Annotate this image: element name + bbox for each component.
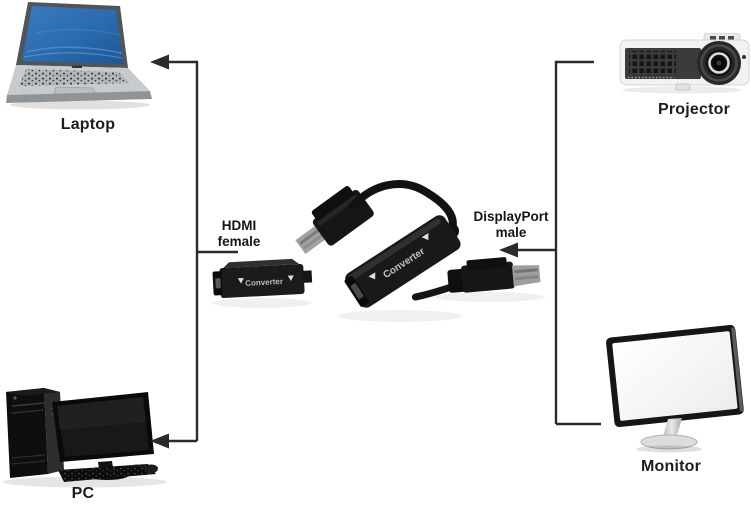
hdmi-type-text: HDMI	[221, 218, 257, 233]
monitor-label: Monitor	[640, 458, 702, 475]
pc-label: PC	[71, 485, 95, 502]
arrow-to-laptop-icon	[150, 54, 169, 70]
displayport-cable-icon	[411, 257, 541, 301]
pc-icon	[3, 388, 167, 488]
hdmi-female-label: HDMI female	[196, 218, 282, 250]
arrow-to-displayport-icon	[499, 242, 518, 258]
projector-label: Projector	[657, 101, 731, 118]
laptop-label: Laptop	[60, 116, 116, 133]
monitor-icon	[606, 325, 744, 453]
displayport-type-text: DisplayPort	[473, 209, 549, 224]
left-connection-rail	[166, 60, 238, 443]
projector-icon	[619, 33, 750, 94]
displayport-gender-text: male	[495, 224, 527, 240]
arrow-to-pc-icon	[150, 433, 169, 449]
converter-main-icon: Converter	[344, 215, 461, 308]
converter-small-icon: Converter	[212, 258, 313, 299]
laptop-icon	[6, 2, 152, 110]
right-connection-rail	[515, 60, 601, 426]
displayport-male-label: DisplayPort male	[456, 209, 566, 241]
converter-label: Converter	[245, 277, 283, 288]
hdmi-gender-text: female	[217, 233, 261, 249]
converter-cable	[348, 180, 457, 233]
